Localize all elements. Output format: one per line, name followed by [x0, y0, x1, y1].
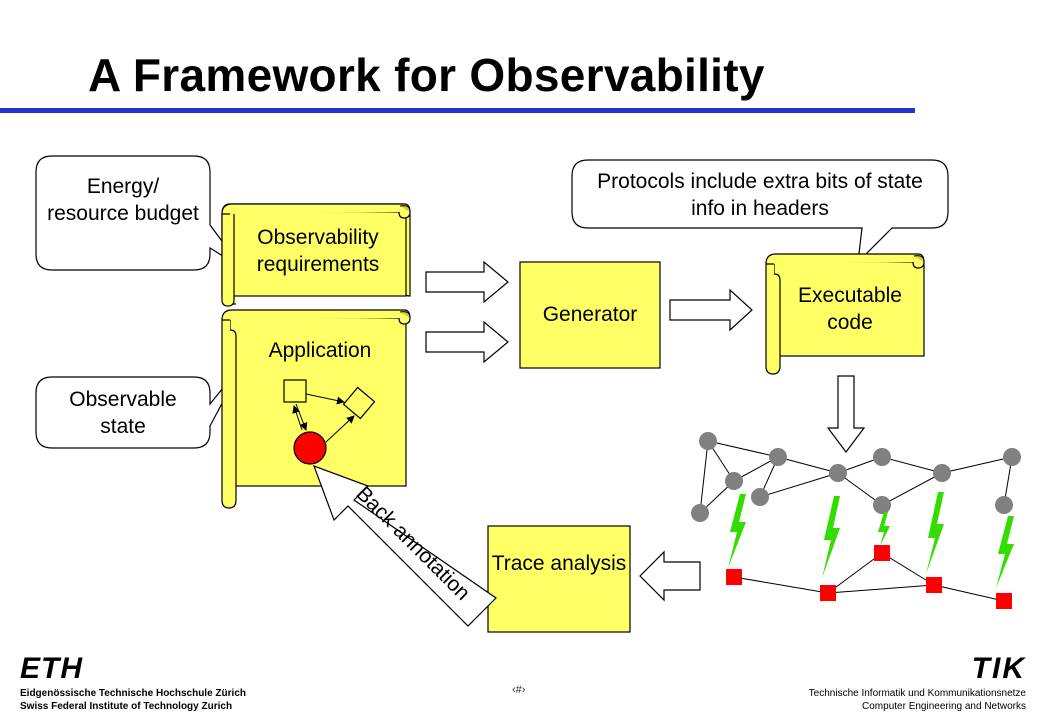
traces-to-analysis-arrow [639, 550, 701, 602]
lightning-bolt-icon [728, 494, 746, 568]
trace-square [874, 545, 890, 561]
protocols-callout [571, 159, 949, 264]
slide-title: A Framework for Observability [88, 49, 765, 101]
tik-logo: TIK [971, 652, 1026, 685]
trace-bolts [728, 492, 1014, 588]
generator-label: Generator [542, 303, 638, 326]
network-node [873, 496, 891, 514]
trace-analysis-label: Trace analysis [491, 552, 627, 575]
trace-analysis-box [487, 525, 631, 633]
network-node [769, 448, 787, 466]
observable-state-callout-text: Observable state [69, 388, 177, 438]
network-nodes [691, 432, 1021, 522]
trace-square [926, 577, 942, 593]
executable-code-label: Executable code [798, 284, 902, 334]
application-label: Application [268, 339, 372, 362]
network-node [1003, 448, 1021, 466]
page-number: ‹#› [512, 684, 526, 696]
trace-square [820, 585, 836, 601]
energy-callout [35, 155, 243, 271]
back-annotation-arrow [312, 464, 497, 627]
energy-callout-text: Energy/ resource budget [47, 175, 199, 225]
network-node [829, 464, 847, 482]
application-scroll [221, 309, 411, 509]
executable-code-scroll [765, 253, 925, 375]
eth-name-german: Eidgenössische Technische Hochschule Zür… [20, 688, 246, 699]
generator-box [519, 261, 661, 369]
eth-name-english: Swiss Federal Institute of Technology Zu… [20, 701, 233, 712]
app-state-circle [293, 431, 327, 465]
deploy-down-arrow [826, 375, 866, 453]
lightning-bolt-icon [996, 516, 1014, 588]
network-node [691, 504, 709, 522]
trace-square [726, 569, 742, 585]
tik-name-german: Technische Informatik und Kommunikations… [808, 688, 1026, 699]
network-node [933, 464, 951, 482]
title-underline [0, 108, 915, 113]
trace-collectors [726, 545, 1012, 609]
network-edges [699, 440, 1013, 602]
app-state-square [283, 379, 307, 403]
network-node [699, 432, 717, 450]
network-node [873, 448, 891, 466]
generator-to-executable-arrow [669, 288, 753, 332]
app-state-diamond [342, 386, 376, 420]
protocols-callout-text: Protocols include extra bits of state in… [597, 170, 923, 220]
lightning-bolt-icon [822, 496, 840, 578]
observable-state-callout [35, 361, 245, 449]
network-node [725, 472, 743, 490]
network-node [995, 496, 1013, 514]
lightning-bolt-icon [878, 512, 890, 546]
trace-square [996, 593, 1012, 609]
tik-name-english: Computer Engineering and Networks [862, 701, 1026, 712]
network-node [751, 488, 769, 506]
observability-requirements-label: Observability requirements [256, 226, 380, 276]
observability-requirements-scroll [221, 203, 411, 307]
application-to-generator-arrow [425, 320, 509, 364]
lightning-bolt-icon [926, 492, 944, 574]
eth-logo: ETH [20, 652, 83, 685]
requirements-to-generator-arrow [425, 260, 509, 304]
